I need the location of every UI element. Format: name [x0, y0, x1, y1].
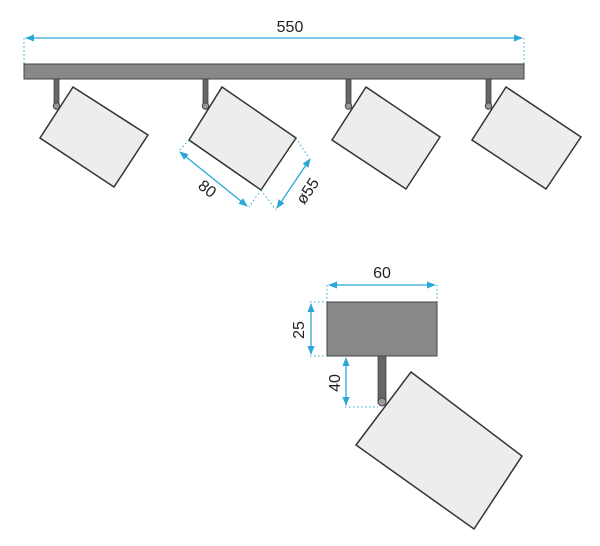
spotlight-1 [38, 78, 150, 189]
spot-diameter-dimension-line [276, 158, 311, 209]
spotlight-pivot [377, 397, 387, 407]
ceiling-base [326, 301, 438, 357]
rail-length-label: 550 [277, 19, 304, 36]
spotlight-stem [377, 355, 387, 403]
spot-length-guide-b [248, 189, 262, 208]
spot-length-dimension-line [179, 151, 248, 207]
base-width-label: 60 [373, 265, 391, 282]
spotlight-4 [470, 78, 583, 191]
base-height-label: 25 [291, 321, 308, 339]
spotlight-pivot [484, 102, 493, 110]
spot-diameter-guide-a [295, 137, 310, 159]
spotlight-head [354, 370, 524, 531]
spot-length-guide-a [177, 139, 190, 153]
spotlight-2 [187, 78, 298, 192]
spotlight-stem [202, 78, 209, 107]
spotlight-stem [485, 78, 492, 107]
spotlight-head [38, 85, 150, 189]
spot-diameter-label: ø55 [294, 175, 324, 207]
spotlight-pivot [52, 102, 61, 110]
spotlight-stem [53, 78, 60, 107]
spotlight-3 [330, 78, 442, 191]
stem-height-label: 40 [327, 374, 344, 392]
spotlight-pivot [344, 102, 353, 110]
spot-diameter-guide-b [260, 189, 277, 211]
rail-fixture: 550 80 [23, 19, 583, 211]
spotlight-head [330, 85, 442, 191]
spotlight-stem [345, 78, 352, 107]
single-spot-detail: 60 25 40 [291, 265, 524, 531]
spotlight-head [470, 85, 583, 191]
spotlight-pivot [201, 102, 210, 110]
ceiling-rail [23, 63, 525, 80]
